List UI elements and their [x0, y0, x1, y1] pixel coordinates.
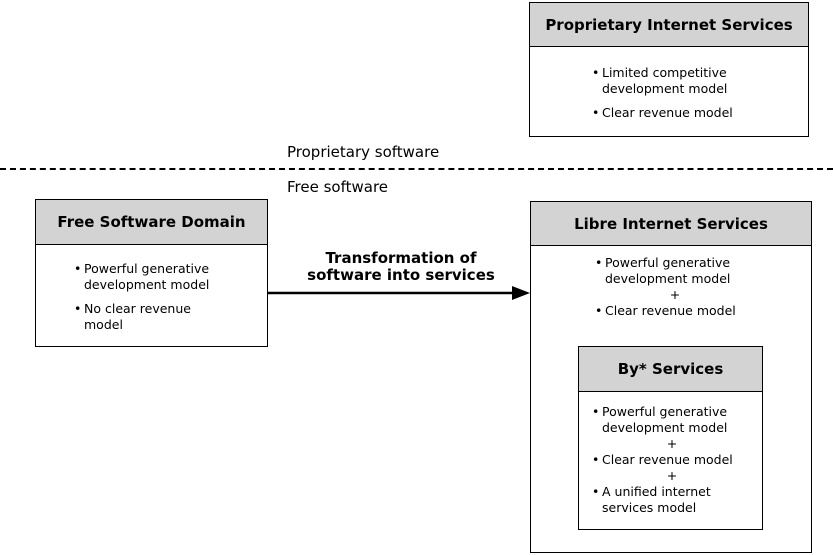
transformation-label-line2: software into services	[307, 266, 495, 284]
free-software-domain-title: Free Software Domain	[36, 200, 267, 245]
plus-sign: +	[669, 287, 681, 302]
free-software-label: Free software	[287, 178, 389, 196]
free-software-domain-box: Free Software Domain Powerful generative…	[35, 199, 268, 347]
transformation-arrow	[268, 286, 530, 300]
free-software-bullets: Powerful generative development model No…	[74, 261, 267, 333]
bullet-item: Powerful generative development model	[74, 261, 234, 293]
plus-sign: +	[666, 436, 678, 451]
bullet-item: Powerful generative development model	[595, 255, 755, 287]
transformation-label-line1: Transformation of	[325, 249, 477, 267]
proprietary-services-title: Proprietary Internet Services	[530, 3, 808, 47]
proprietary-services-box: Proprietary Internet Services Limited co…	[529, 2, 809, 137]
bullet-item: A unified internet services model	[592, 484, 732, 516]
bullet-item: No clear revenue model	[74, 301, 214, 333]
bullet-item: Clear revenue model	[592, 105, 808, 121]
bullet-item: Limited competitive development model	[592, 65, 752, 97]
transformation-label: Transformation of software into services	[290, 250, 512, 284]
bullet-item: Clear revenue model	[595, 303, 755, 319]
plus-sign: +	[666, 468, 678, 483]
bullet-item: Clear revenue model	[592, 452, 752, 468]
proprietary-software-label: Proprietary software	[287, 143, 440, 161]
proprietary-services-bullets: Limited competitive development model Cl…	[592, 65, 808, 121]
domain-divider	[0, 168, 833, 170]
bullet-item: Powerful generative development model	[592, 404, 752, 436]
by-services-box: By* Services Powerful generative develop…	[578, 346, 763, 530]
libre-services-box: Libre Internet Services Powerful generat…	[530, 201, 812, 553]
by-services-title: By* Services	[579, 347, 762, 392]
libre-services-title: Libre Internet Services	[531, 202, 811, 246]
